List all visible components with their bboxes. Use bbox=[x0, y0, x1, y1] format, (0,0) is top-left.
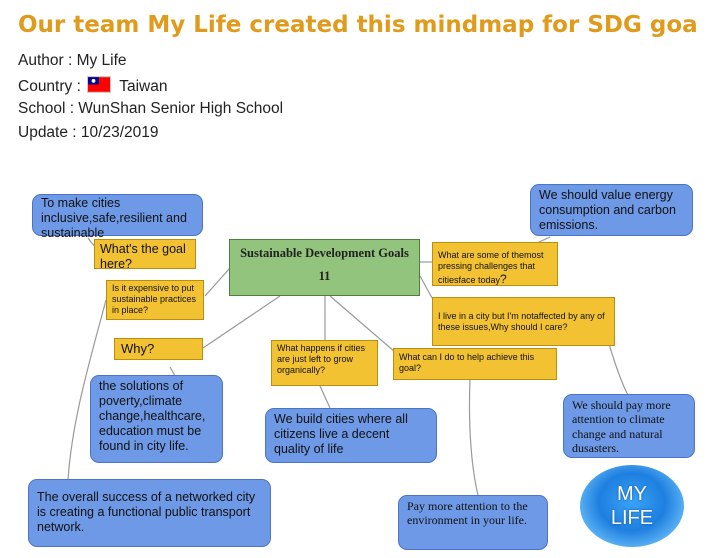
connector-center-expensive bbox=[204, 267, 231, 297]
node-live-in-city: I live in a city but I'm notaffected by … bbox=[432, 297, 615, 346]
country-line: Country : Taiwan bbox=[18, 76, 167, 96]
node-center-sdg: Sustainable Development Goals 11 bbox=[229, 239, 420, 296]
connector-center-live bbox=[419, 275, 433, 299]
country-value: Taiwan bbox=[119, 78, 168, 95]
node-solutions: the solutions of poverty,climate change,… bbox=[90, 375, 223, 463]
taiwan-flag-icon bbox=[87, 76, 112, 93]
logo-line-1: MY bbox=[617, 483, 647, 505]
update-line: Update : 10/23/2019 bbox=[18, 124, 159, 141]
node-pay-attention-env: Pay more attention to the environment in… bbox=[398, 495, 548, 550]
node-what-happens: What happens if cities are just left to … bbox=[271, 340, 378, 386]
node-pay-attention-climate: We should pay more attention to climate … bbox=[563, 394, 695, 458]
node-pressing: What are some of themost pressing challe… bbox=[432, 242, 558, 286]
node-pressing-text: What are some of themost pressing challe… bbox=[438, 250, 544, 285]
node-overall-success: The overall success of a networked city … bbox=[28, 479, 271, 547]
center-number: 11 bbox=[318, 269, 331, 283]
connector-center-what-can-i-do bbox=[329, 295, 396, 353]
connector-center-why bbox=[202, 295, 281, 349]
connector-what-happens-build bbox=[319, 385, 331, 409]
node-build-cities: We build cities where all citizens live … bbox=[265, 408, 437, 463]
page-title: Our team My Life created this mindmap fo… bbox=[18, 12, 698, 38]
node-value-energy: We should value energy consumption and c… bbox=[530, 184, 693, 236]
node-make-cities: To make cities inclusive,safe,resilient … bbox=[32, 194, 203, 240]
country-label: Country : bbox=[18, 78, 81, 95]
school-line: School : WunShan Senior High School bbox=[18, 100, 284, 117]
center-title: Sustainable Development Goals bbox=[240, 246, 409, 260]
node-expensive: Is it expensive to put sustainable pract… bbox=[106, 280, 204, 320]
author-line: Author : My Life bbox=[18, 52, 127, 69]
node-why: Why? bbox=[114, 338, 203, 360]
connector-expensive-overall bbox=[67, 299, 107, 481]
connector-can-do-env bbox=[468, 379, 479, 496]
node-what-can-i-do: What can I do to help achieve this goal? bbox=[393, 348, 557, 380]
node-whats-goal: What's the goal here? bbox=[94, 239, 196, 271]
connector-why-solutions bbox=[169, 366, 176, 377]
my-life-logo: MY LIFE bbox=[580, 465, 684, 547]
logo-line-2: LIFE bbox=[610, 507, 654, 529]
